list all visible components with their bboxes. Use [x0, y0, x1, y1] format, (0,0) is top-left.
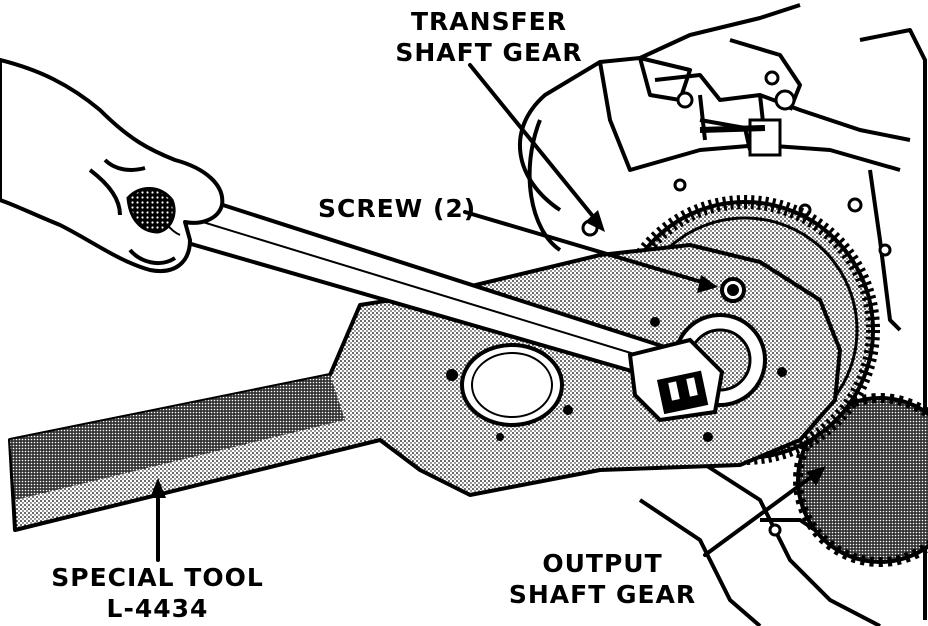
transfer-label-line1: TRANSFER: [411, 7, 567, 36]
special-tool-label-line2: L-4434: [106, 594, 209, 623]
wrench-knurled-handle: [126, 187, 176, 234]
tool-plate-holes: [446, 317, 787, 442]
transmission-case: [518, 3, 927, 626]
transfer-shaft-gear-label: TRANSFER SHAFT GEAR: [394, 6, 584, 68]
screw-label: SCREW (2): [318, 193, 477, 224]
hand: [0, 58, 225, 274]
leader-arrowheads: [150, 210, 826, 498]
output-shaft-gear-label: OUTPUT SHAFT GEAR: [505, 548, 700, 610]
output-label-line2: SHAFT GEAR: [508, 580, 697, 609]
output-shaft-gear: [793, 393, 928, 567]
wrench-extension: [148, 186, 725, 423]
special-tool-label-line1: SPECIAL TOOL: [51, 563, 264, 592]
screws: [720, 277, 746, 303]
transfer-label-line2: SHAFT GEAR: [395, 38, 583, 67]
leader-lines: [156, 63, 820, 562]
screw-label-text: SCREW (2): [318, 194, 477, 223]
special-tool-l4434: [8, 243, 842, 532]
special-tool-label: SPECIAL TOOL L-4434: [50, 562, 265, 624]
case-boss: [748, 118, 782, 157]
case-lever: [699, 125, 766, 133]
output-label-line1: OUTPUT: [542, 549, 663, 578]
